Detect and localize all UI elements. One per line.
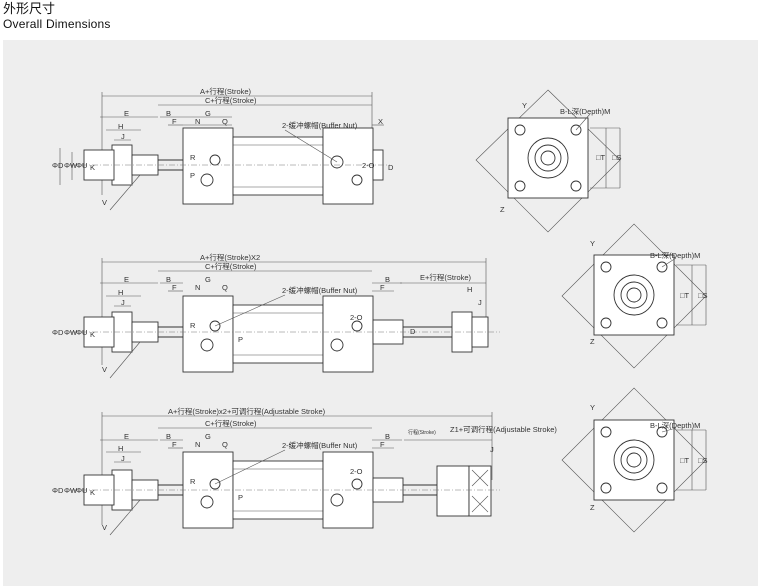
cylinder-drawing-double-rod: A+行程(Stroke)X2 C+行程(Stroke) E H J B F G … xyxy=(52,252,500,379)
dim-b-rear-3: B xyxy=(385,432,390,441)
dim-y-2: Y xyxy=(590,239,595,248)
dim-phi-u-2: ΦU xyxy=(76,328,87,337)
dim-h-2: H xyxy=(118,288,123,297)
dim-c-stroke-2: C+行程(Stroke) xyxy=(205,261,257,271)
dim-g-2: G xyxy=(205,275,211,284)
dim-e-2: E xyxy=(124,275,129,284)
dim-j-3: J xyxy=(121,454,125,463)
end-view-double-rod: B-L深(Depth)M □T □S Y Z xyxy=(561,223,708,369)
dim-z-2: Z xyxy=(590,337,595,346)
dim-r-2: R xyxy=(190,321,196,330)
dim-f: F xyxy=(172,117,177,126)
depth-label: B-L深(Depth)M xyxy=(560,107,610,116)
dim-h: H xyxy=(118,122,123,131)
port-label-2: 2-O xyxy=(350,313,363,322)
dim-a-stroke: A+行程(Stroke) xyxy=(200,86,252,96)
dim-z: Z xyxy=(500,205,505,214)
dim-n-3: N xyxy=(195,440,200,449)
dim-n: N xyxy=(195,117,200,126)
port-label-3: 2-O xyxy=(350,467,363,476)
dim-phi-d-2: ΦD xyxy=(52,328,64,337)
dim-y: Y xyxy=(522,101,527,110)
dim-e-stroke: E+行程(Stroke) xyxy=(420,272,472,282)
dim-r: R xyxy=(190,153,196,162)
dim-v-2: V xyxy=(102,365,107,374)
dim-a-stroke-x2: A+行程(Stroke)X2 xyxy=(200,252,260,262)
dim-phi-u-3: ΦU xyxy=(76,486,87,495)
dim-q-2: Q xyxy=(222,283,228,292)
dim-h-3: H xyxy=(118,444,123,453)
dim-phi-d: ΦD xyxy=(52,161,64,170)
dim-e: E xyxy=(124,109,129,118)
dim-stroke-small: 行程(Stroke) xyxy=(408,429,436,436)
dim-f-2: F xyxy=(172,283,177,292)
depth-label-2: B-L深(Depth)M xyxy=(650,251,700,260)
dim-g: G xyxy=(205,109,211,118)
dim-f-rear: F xyxy=(380,283,385,292)
dim-t-3: □T xyxy=(680,456,690,465)
dim-b-2: B xyxy=(166,275,171,284)
end-view-standard: B-L深(Depth)M □T □S Y Z xyxy=(475,89,622,233)
dim-j: J xyxy=(121,132,125,141)
dim-t: □T xyxy=(596,153,606,162)
dim-d: D xyxy=(388,163,394,172)
dim-q: Q xyxy=(222,117,228,126)
dim-s-3: □S xyxy=(698,456,708,465)
dim-d-2: D xyxy=(410,327,416,336)
buffer-nut-label-2: 2-缓冲螺帽(Buffer Nut) xyxy=(282,285,358,295)
port-label: 2-O xyxy=(362,161,375,170)
dim-f-3: F xyxy=(172,440,177,449)
dim-a-stroke-adj: A+行程(Stroke)x2+可调行程(Adjustable Stroke) xyxy=(168,406,326,416)
section-header: 外形尺寸 Overall Dimensions xyxy=(3,2,111,31)
dim-v: V xyxy=(102,198,107,207)
depth-label-3: B-L深(Depth)M xyxy=(650,421,700,430)
cylinder-drawing-standard: A+行程(Stroke) C+行程(Stroke) E H J B F G N … xyxy=(52,86,394,211)
title-english: Overall Dimensions xyxy=(3,17,111,31)
dim-z-3: Z xyxy=(590,503,595,512)
dim-b-rear: B xyxy=(385,275,390,284)
dim-k-2: K xyxy=(90,330,95,339)
buffer-nut-label-3: 2-缓冲螺帽(Buffer Nut) xyxy=(282,440,358,450)
dim-t-2: □T xyxy=(680,291,690,300)
dim-c-stroke-3: C+行程(Stroke) xyxy=(205,418,257,428)
dim-b-3: B xyxy=(166,432,171,441)
dim-j-rear-3: J xyxy=(490,445,494,454)
dim-p: P xyxy=(190,171,195,180)
dim-z1-adj: Z1+可调行程(Adjustable Stroke) xyxy=(450,424,557,434)
dim-r-3: R xyxy=(190,477,196,486)
dim-phi-d-3: ΦD xyxy=(52,486,64,495)
dim-y-3: Y xyxy=(590,403,595,412)
dim-k-3: K xyxy=(90,488,95,497)
buffer-nut-label: 2-缓冲螺帽(Buffer Nut) xyxy=(282,120,358,130)
dim-phi-u: ΦU xyxy=(76,161,87,170)
dim-e-3: E xyxy=(124,432,129,441)
dim-s-2: □S xyxy=(698,291,708,300)
dim-j-rear: J xyxy=(478,298,482,307)
dim-n-2: N xyxy=(195,283,200,292)
dim-h-rear: H xyxy=(467,285,472,294)
dim-f-rear-3: F xyxy=(380,440,385,449)
dim-g-3: G xyxy=(205,432,211,441)
dim-phi-w-2: ΦW xyxy=(64,328,78,337)
dim-c-stroke: C+行程(Stroke) xyxy=(205,95,257,105)
dim-v-3: V xyxy=(102,523,107,532)
dim-s: □S xyxy=(612,153,622,162)
end-view-adjustable: B-L深(Depth)M □T □S Y Z xyxy=(561,387,708,533)
dim-phi-w-3: ΦW xyxy=(64,486,78,495)
dim-q-3: Q xyxy=(222,440,228,449)
dim-x: X xyxy=(378,117,383,126)
cylinder-drawing-adjustable: A+行程(Stroke)x2+可调行程(Adjustable Stroke) C… xyxy=(52,406,557,536)
dim-k: K xyxy=(90,163,95,172)
dim-b: B xyxy=(166,109,171,118)
dim-phi-w: ΦW xyxy=(64,161,78,170)
title-chinese: 外形尺寸 xyxy=(3,2,56,17)
dim-p-3: P xyxy=(238,493,243,502)
dim-p-2: P xyxy=(238,335,243,344)
dim-j-2: J xyxy=(121,298,125,307)
